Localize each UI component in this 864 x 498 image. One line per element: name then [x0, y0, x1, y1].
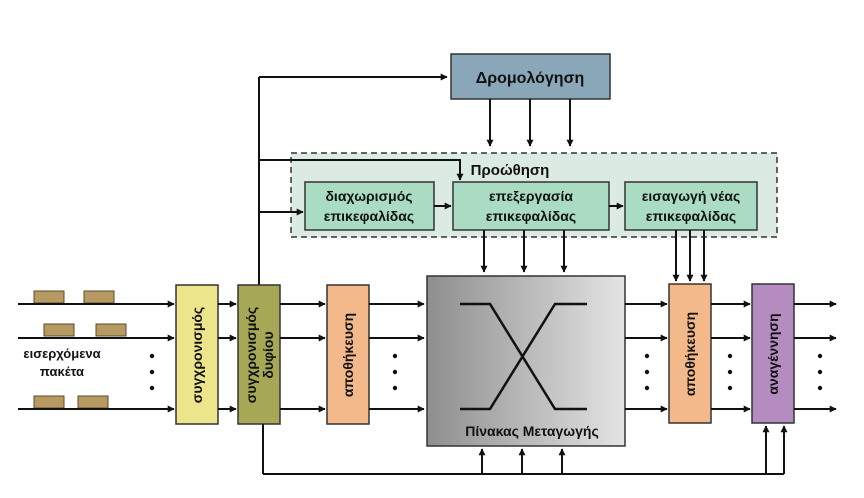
switch-cross-symbol — [460, 302, 587, 411]
regeneration-block — [751, 283, 795, 424]
packet — [83, 290, 115, 304]
storage-out-block — [668, 283, 712, 424]
sync-label: συγχρονισμός — [189, 307, 205, 403]
storage-in-label: αποθήκευση — [340, 313, 356, 397]
insert-to-storage-arrows — [672, 230, 708, 282]
packet — [33, 395, 65, 409]
bottom-clock-line — [262, 424, 788, 475]
switch-matrix-label: Πίνακας Μεταγωγής — [465, 423, 599, 439]
incoming-packets-line2: πακέτα — [40, 364, 84, 379]
storage-to-switch-lines — [369, 300, 425, 413]
packet — [33, 290, 65, 304]
sync-block — [175, 284, 219, 425]
header-split-box — [304, 181, 435, 231]
incoming-packets-line1: εισερχόμενα — [23, 346, 100, 361]
ellipsis-dots — [149, 353, 823, 391]
sync-duplex-block — [237, 284, 281, 425]
control-lines — [258, 73, 464, 285]
routing-to-processing-arrows — [486, 99, 574, 147]
header-insert-line2: επικεφαλίδας — [646, 208, 736, 224]
output-lines — [794, 300, 837, 413]
duplex-to-storage-lines — [280, 300, 326, 413]
regeneration-label: αναγέννηση — [765, 313, 781, 394]
header-insert-box — [624, 181, 758, 231]
storage-in-block — [326, 284, 370, 425]
routing-label: Δρομολόγηση — [476, 70, 585, 87]
header-split-line2: επικεφαλίδας — [324, 208, 414, 224]
header-split-line1: διαχωρισμός — [325, 188, 412, 204]
routing-box — [450, 53, 611, 100]
header-processing-line1: επεξεργασία — [489, 188, 573, 204]
storage-out-label: αποθήκευση — [682, 312, 698, 396]
sync-duplex-line2: δυφίου — [260, 331, 276, 378]
sync-duplex-line1: συγχρονισμός — [243, 307, 259, 403]
processing-to-switch-arrows — [480, 230, 568, 273]
input-lines — [18, 300, 175, 413]
switch-to-storage-lines — [625, 300, 668, 413]
packet — [77, 395, 109, 409]
forwarding-label: Προώθηση — [471, 162, 550, 179]
sync-to-duplex-lines — [218, 300, 237, 413]
packet — [95, 323, 127, 337]
storage-to-regen-lines — [711, 300, 751, 413]
packet — [43, 323, 75, 337]
header-processing-line2: επικεφαλίδας — [486, 208, 576, 224]
header-processing-box — [452, 181, 610, 231]
header-insert-line1: εισαγωγή νέας — [642, 188, 741, 204]
